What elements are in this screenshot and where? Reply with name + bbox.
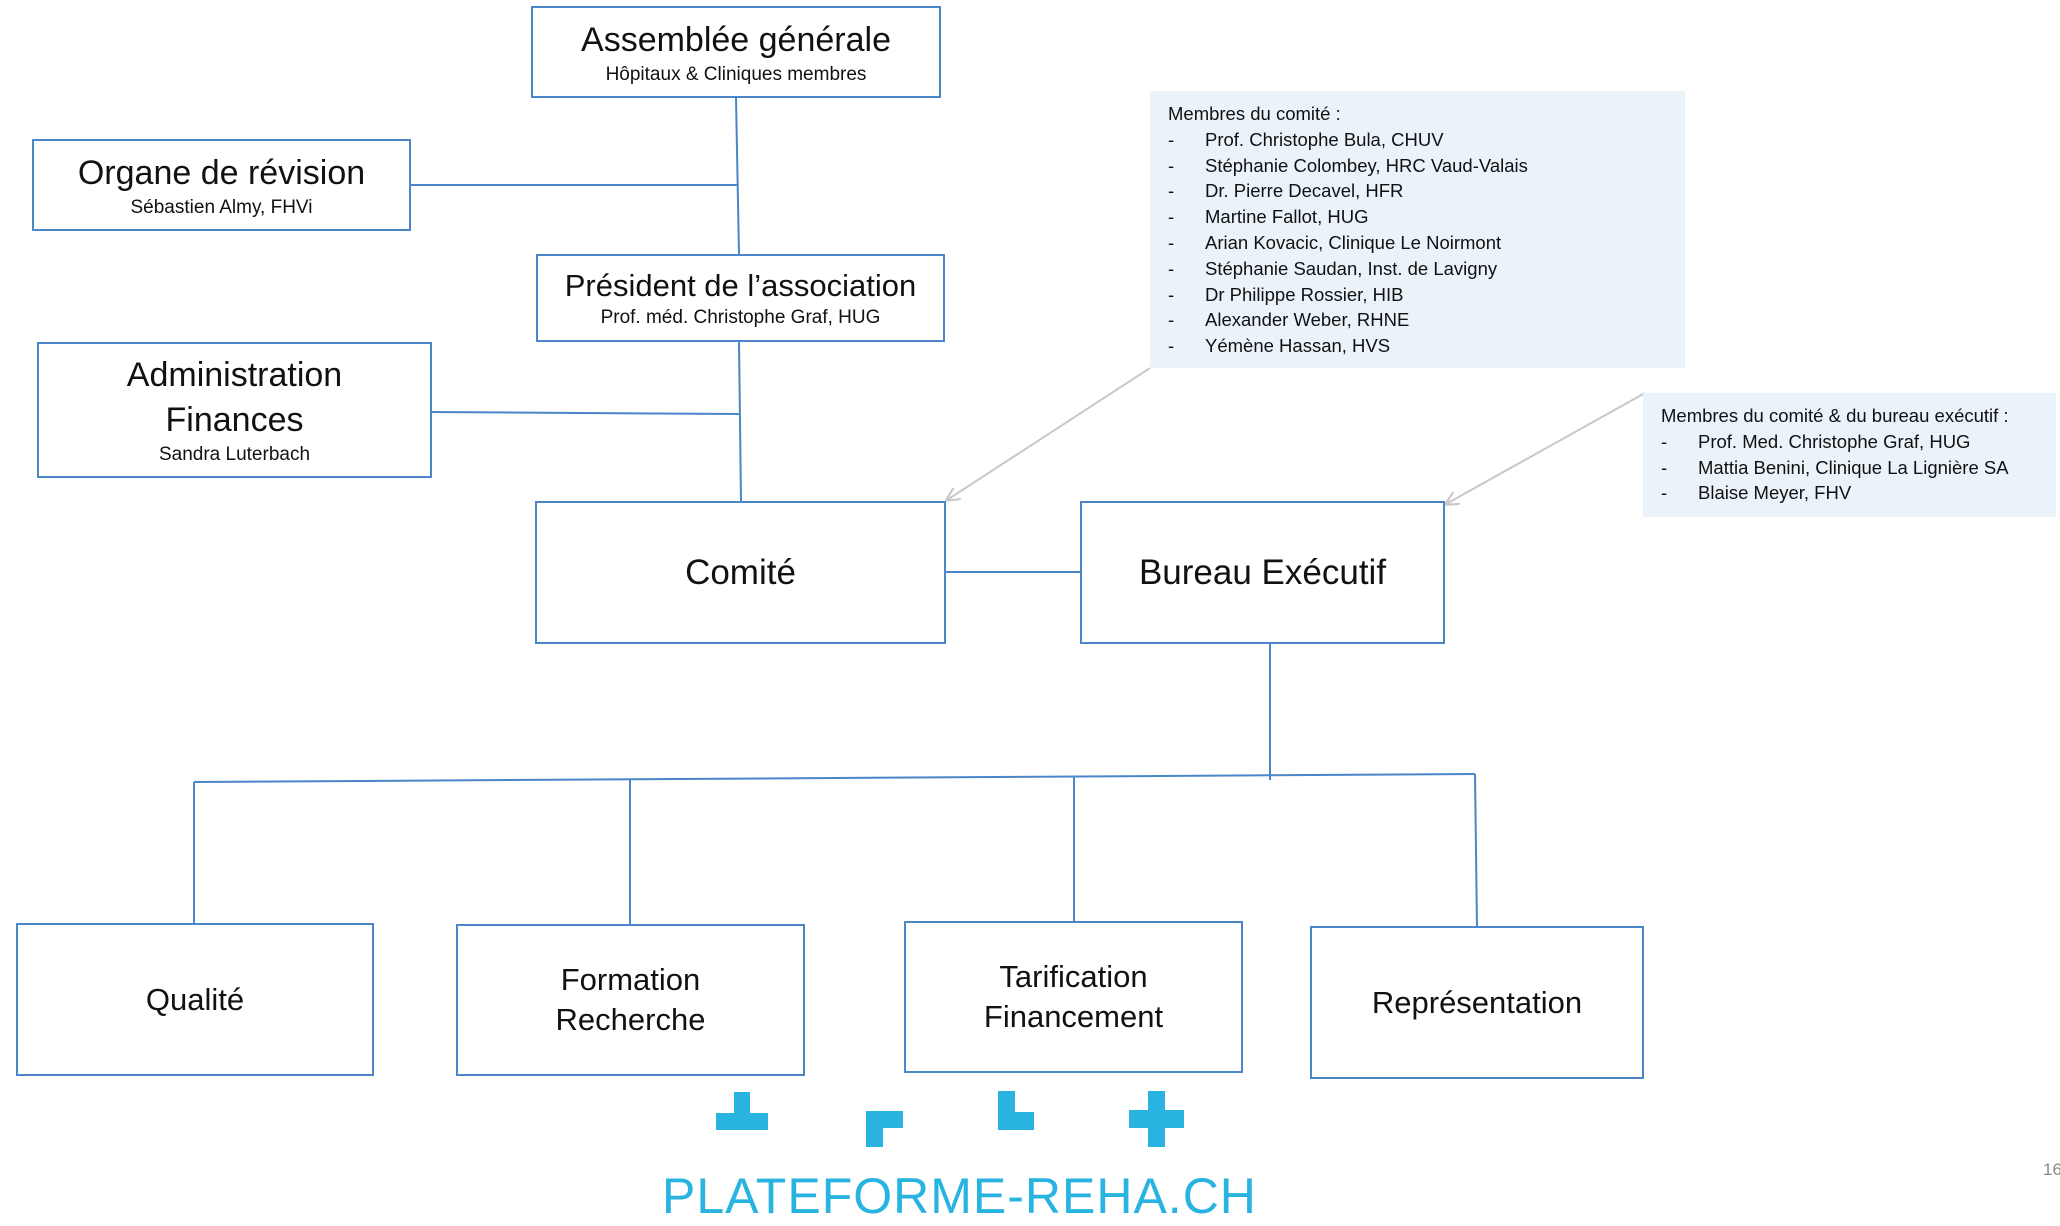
member-item: Dr Philippe Rossier, HIB [1168, 282, 1671, 308]
formation-line2: Recherche [555, 1002, 706, 1037]
note-comite-heading: Membres du comité : [1168, 103, 1341, 124]
member-item: Mattia Benini, Clinique La Lignière SA [1661, 455, 2048, 481]
president-subtitle: Prof. méd. Christophe Graf, HUG [600, 307, 881, 328]
page-number: 16 [2043, 1160, 2060, 1179]
note-comite-members: Membres du comité : Prof. Christophe Bul… [1150, 91, 1685, 368]
organe-subtitle: Sébastien Almy, FHVi [130, 196, 313, 218]
logo-cross-mark-2 [866, 1111, 903, 1147]
line-administration-trunk [430, 411, 741, 415]
line-president-comite [738, 341, 742, 503]
member-item: Dr. Pierre Decavel, HFR [1168, 178, 1671, 204]
bureau-title: Bureau Exécutif [1138, 552, 1387, 592]
box-assemblee-generale: Assemblée générale Hôpitaux & Cliniques … [531, 6, 941, 98]
box-administration-finances: Administration Finances Sandra Luterbach [37, 342, 432, 478]
line-horizontal-bus [193, 773, 1476, 783]
logo-cross-mark-3 [998, 1091, 1034, 1130]
member-item: Arian Kovacic, Clinique Le Noirmont [1168, 230, 1671, 256]
president-title: Président de l’association [564, 268, 917, 303]
logo-crosses [716, 1091, 1184, 1147]
tarification-line1: Tarification [999, 959, 1148, 994]
qualite-title: Qualité [145, 981, 245, 1017]
logo-cross-mark-4 [1129, 1091, 1184, 1147]
arrow-note-to-bureau [1446, 392, 1646, 504]
member-item: Prof. Med. Christophe Graf, HUG [1661, 429, 2048, 455]
box-qualite: Qualité [16, 923, 374, 1076]
formation-line1: Formation [560, 962, 701, 997]
box-representation: Représentation [1310, 926, 1644, 1079]
comite-title: Comité [685, 552, 796, 592]
note-bureau-list: Prof. Med. Christophe Graf, HUG Mattia B… [1661, 429, 2048, 506]
box-president: Président de l’association Prof. méd. Ch… [536, 254, 945, 342]
logo-cross-mark-1 [716, 1092, 768, 1130]
box-comite: Comité [535, 501, 946, 644]
line-assemblee-president [735, 97, 740, 255]
note-bureau-members: Membres du comité & du bureau exécutif :… [1643, 393, 2056, 517]
box-tarification-financement: Tarification Financement [904, 921, 1243, 1073]
representation-title: Représentation [1371, 984, 1583, 1020]
logo-text: PLATEFORME-REHA.CH [662, 1168, 1257, 1224]
note-bureau-heading: Membres du comité & du bureau exécutif : [1661, 405, 2009, 426]
assemblee-subtitle: Hôpitaux & Cliniques membres [605, 63, 867, 85]
tarification-line2: Financement [983, 999, 1164, 1034]
member-item: Martine Fallot, HUG [1168, 204, 1671, 230]
member-item: Prof. Christophe Bula, CHUV [1168, 127, 1671, 153]
note-comite-list: Prof. Christophe Bula, CHUV Stéphanie Co… [1168, 127, 1671, 359]
assemblee-title: Assemblée générale [581, 20, 891, 59]
line-bus-representation [1474, 773, 1478, 928]
member-item: Blaise Meyer, FHV [1661, 480, 2048, 506]
organe-title: Organe de révision [77, 153, 366, 192]
administration-title-line2: Finances [165, 401, 304, 439]
box-formation-recherche: Formation Recherche [456, 924, 805, 1076]
arrow-note-to-comite [947, 367, 1151, 500]
member-item: Alexander Weber, RHNE [1168, 307, 1671, 333]
administration-subtitle: Sandra Luterbach [158, 444, 311, 465]
member-item: Stéphanie Colombey, HRC Vaud-Valais [1168, 153, 1671, 179]
box-organe-revision: Organe de révision Sébastien Almy, FHVi [32, 139, 411, 231]
administration-title-line1: Administration [126, 356, 343, 394]
member-item: Stéphanie Saudan, Inst. de Lavigny [1168, 256, 1671, 282]
member-item: Yémène Hassan, HVS [1168, 333, 1671, 359]
box-bureau-executif: Bureau Exécutif [1080, 501, 1445, 644]
